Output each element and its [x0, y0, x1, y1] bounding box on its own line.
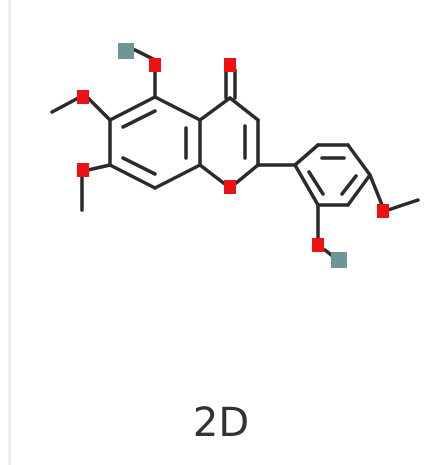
bond [346, 143, 372, 177]
ring-b-bonds [293, 143, 372, 207]
oxygen-atoms [77, 58, 389, 252]
bond [153, 163, 202, 190]
methoxy-bond [86, 163, 112, 172]
aromatic-bond [121, 156, 157, 176]
frame-left-border [8, 0, 11, 465]
methyl-bond [386, 198, 420, 212]
aromatic-bond [121, 109, 157, 129]
oxygen-atom [224, 180, 236, 194]
view-mode-label: 2D [192, 400, 250, 446]
aromatic-bond [340, 174, 358, 196]
methoxy-bond [86, 96, 112, 122]
ring-c-bonds [198, 96, 260, 190]
bond [198, 96, 232, 122]
oxygen-atom [77, 90, 89, 104]
oxygen-atom [149, 58, 161, 72]
hydrogen-atom [118, 43, 134, 59]
aromatic-bond [307, 170, 325, 196]
ring-a-bonds [108, 95, 202, 190]
molecule-structure-2d [50, 43, 420, 268]
bond [228, 96, 260, 122]
methoxy-bond [368, 173, 384, 207]
bond [108, 95, 157, 122]
oxygen-atom [77, 163, 89, 177]
oxygen-atom [377, 204, 389, 218]
oxygen-atom [312, 238, 324, 252]
bond [346, 173, 372, 207]
bond [153, 95, 202, 122]
hydrogen-atoms [118, 43, 347, 268]
bond [108, 163, 157, 190]
bond [293, 163, 320, 207]
oxygen-atom [224, 58, 236, 72]
hydrogen-atom [331, 252, 347, 268]
bond [293, 143, 320, 167]
